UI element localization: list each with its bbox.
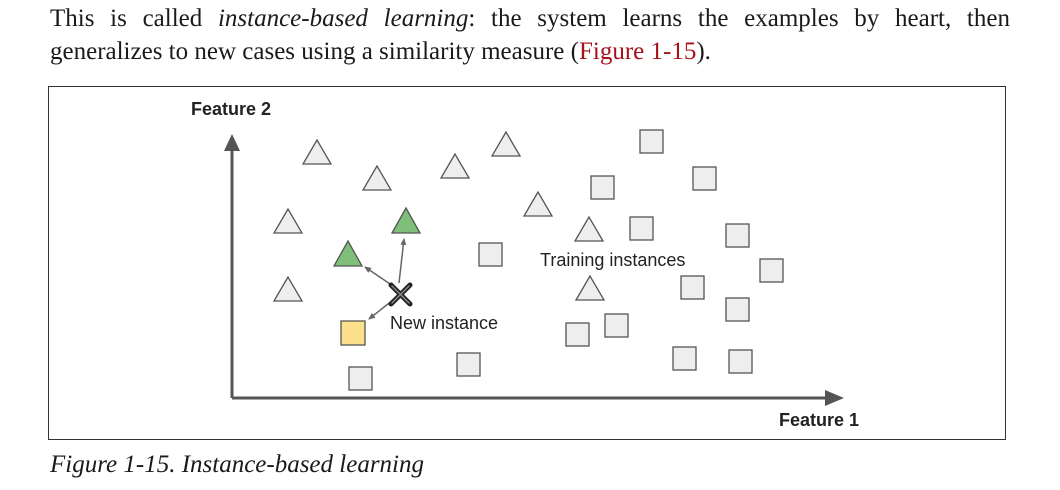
square-instance bbox=[590, 175, 615, 200]
triangle-instance bbox=[361, 164, 393, 191]
triangle-instance bbox=[272, 207, 304, 234]
new-instance-label: New instance bbox=[390, 313, 498, 333]
y-axis-label: Feature 2 bbox=[191, 99, 271, 119]
square-instance bbox=[478, 242, 503, 267]
triangle-instance bbox=[574, 274, 606, 301]
paragraph-text-end: ). bbox=[696, 38, 711, 65]
triangle-instance bbox=[522, 190, 554, 217]
square-instance bbox=[348, 366, 373, 391]
figure-link[interactable]: Figure 1-15 bbox=[578, 38, 697, 65]
triangle-instances bbox=[272, 130, 606, 302]
square-instance bbox=[639, 129, 664, 154]
paragraph-text-middle: : the system learns the examples by hear… bbox=[50, 5, 1010, 65]
square-instance bbox=[759, 258, 784, 283]
arrow-to-triangle-top bbox=[398, 238, 407, 284]
y-axis-arrow-icon bbox=[224, 134, 240, 151]
square-instance bbox=[629, 216, 654, 241]
triangle-instance bbox=[490, 130, 522, 157]
x-axis-label: Feature 1 bbox=[779, 410, 859, 430]
square-instance bbox=[672, 346, 697, 371]
square-instance bbox=[692, 166, 717, 191]
instance-based-learning-diagram: Feature 2 Feature 1 bbox=[191, 99, 859, 430]
nearest-triangle-left bbox=[332, 239, 364, 267]
triangle-instance bbox=[439, 152, 471, 179]
square-instance bbox=[728, 349, 753, 374]
square-instance bbox=[604, 313, 629, 338]
body-paragraph: This is called instance-based learning: … bbox=[50, 2, 1010, 68]
x-axis-arrow-icon bbox=[825, 390, 844, 406]
neighbor-arrows bbox=[364, 238, 407, 320]
figure-frame: Feature 2 Feature 1 bbox=[48, 86, 1006, 440]
nearest-triangle-top bbox=[390, 206, 422, 234]
square-instance bbox=[725, 223, 750, 248]
paragraph-text: This is called bbox=[50, 5, 218, 32]
figure-caption: Figure 1-15. Instance-based learning bbox=[50, 451, 424, 478]
triangle-instance bbox=[301, 138, 333, 165]
square-instance bbox=[456, 352, 481, 377]
nearest-square bbox=[340, 320, 366, 346]
square-instance bbox=[725, 297, 750, 322]
triangle-instance bbox=[272, 275, 304, 302]
arrow-to-triangle-left bbox=[364, 266, 394, 287]
paragraph-emphasis: instance-based learning bbox=[217, 5, 469, 32]
square-instance bbox=[565, 322, 590, 347]
new-instance-x-icon bbox=[388, 282, 413, 307]
training-instances-label: Training instances bbox=[540, 250, 685, 270]
square-instance bbox=[680, 275, 705, 300]
square-instances bbox=[348, 129, 784, 391]
triangle-instance bbox=[573, 215, 605, 242]
